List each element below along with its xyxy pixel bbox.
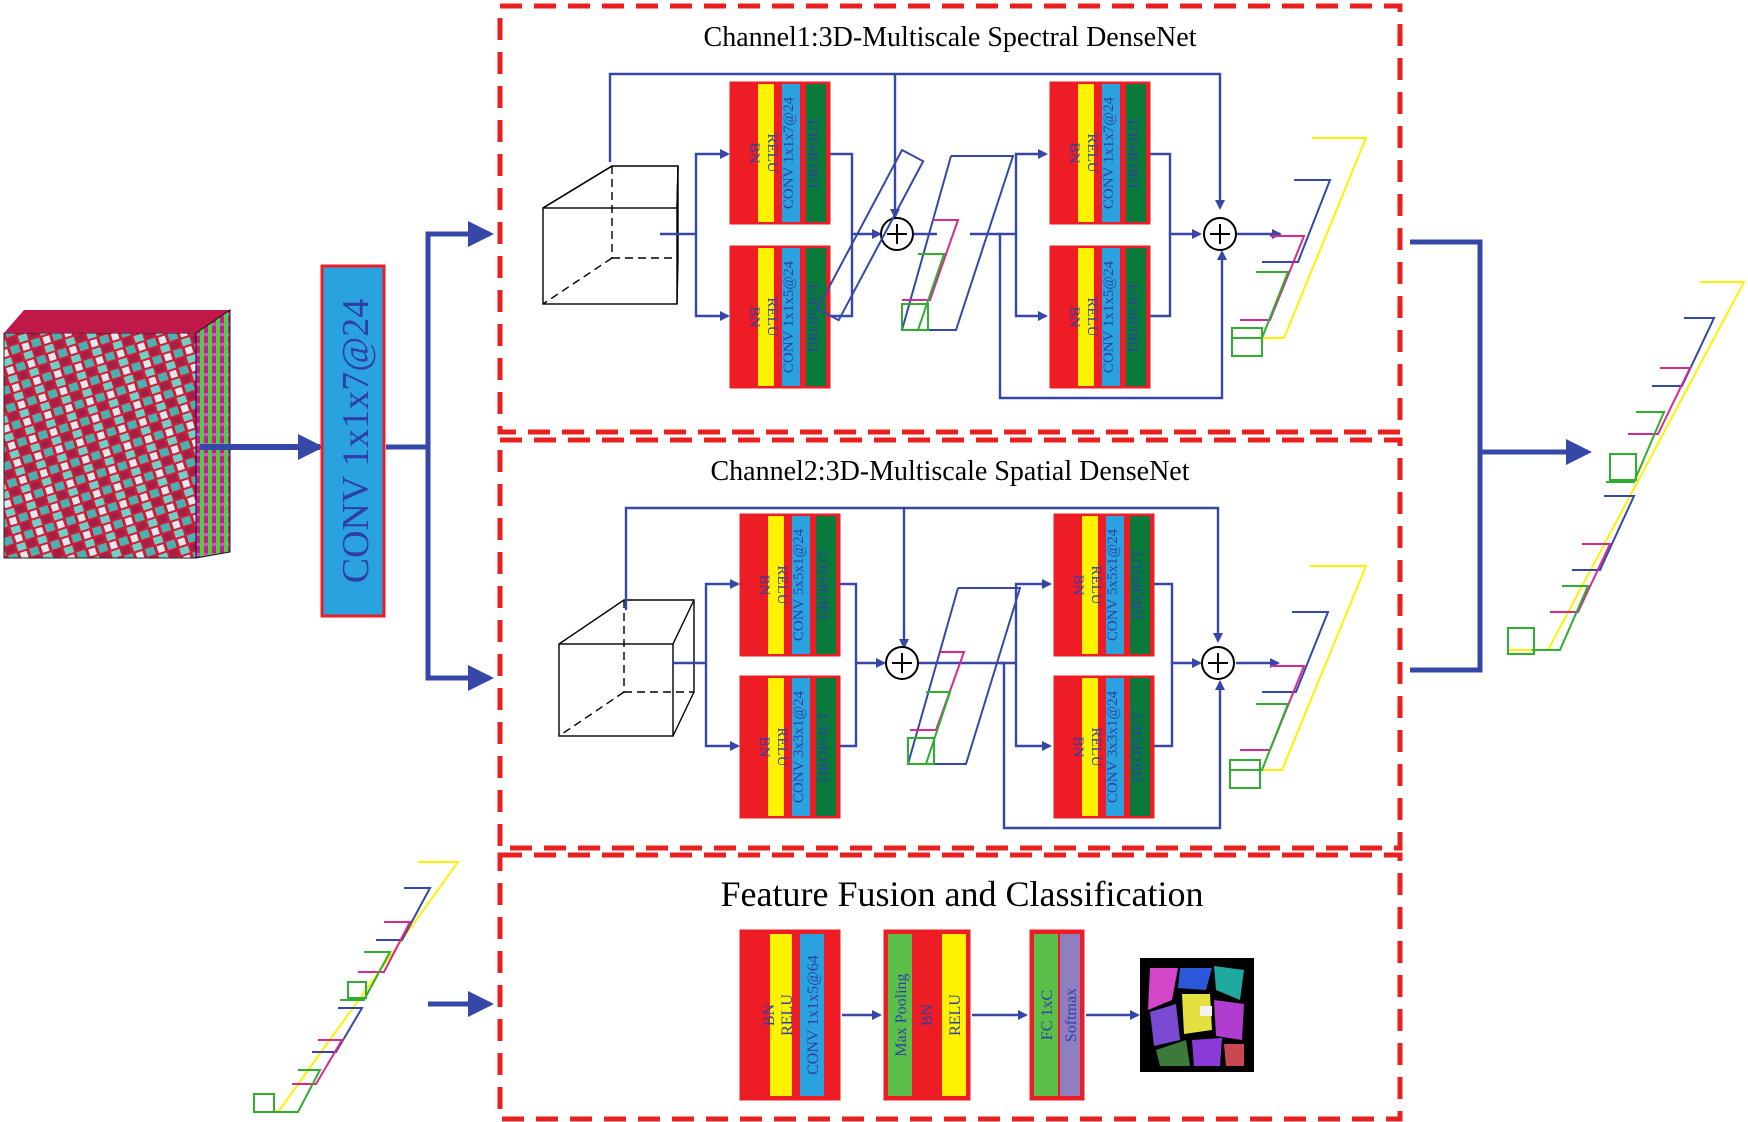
- fusion-softmax: Softmax: [1063, 988, 1080, 1042]
- ch1-bottom-b-conv: CONV 1x1x5@24: [1101, 260, 1117, 373]
- channel2-title: Channel2:3D-Multiscale Spatial DenseNet: [711, 456, 1190, 487]
- fusion-block-2: Max Pooling BN RELU: [883, 929, 971, 1101]
- input-hyperspectral-cube-icon: [3, 309, 231, 559]
- ch1-bottom-b-relu: RELU: [1084, 297, 1100, 336]
- ch2-block-top-a: BN RELU CONV 5x5x1@24 DROPOUT: [739, 513, 841, 657]
- sum-node-icon: [1203, 217, 1237, 251]
- input-conv-block: CONV 1x1x7@24: [320, 264, 386, 618]
- ch2-top-a-dropout: DROPOUT: [816, 550, 832, 621]
- ch2-bottom-a-dropout: DROPOUT: [816, 712, 832, 783]
- ch2-bottom-a-conv: CONV 3x3x1@24: [791, 690, 807, 803]
- ch1-top-b-relu: RELU: [1084, 133, 1100, 172]
- stacked-feature-prism-icon: [1507, 281, 1746, 655]
- fusion-relu: RELU: [779, 994, 796, 1036]
- sum-node-icon: [885, 646, 919, 680]
- sum-node-icon: [880, 217, 914, 251]
- fusion-bn: BN: [761, 1003, 778, 1026]
- channel1-diagram: BN RELU CONV 1x1x7@24 DROPOUT BN RELU CO…: [542, 72, 1368, 400]
- ch2-block-bottom-a: BN RELU CONV 3x3x1@24 DROPOUT: [739, 675, 841, 819]
- fusion-conv: CONV 1x1x5@64: [805, 955, 822, 1075]
- ch1-block-bottom-b: BN RELU CONV 1x1x5@24 DROPOUT: [1049, 245, 1151, 389]
- ch2-bottom-b-dropout: DROPOUT: [1130, 712, 1146, 783]
- channel2-frame: [497, 437, 1403, 851]
- feature-cube-icon: [558, 599, 695, 737]
- channel1-frame: [497, 3, 1403, 435]
- ch2-block-bottom-b: BN RELU CONV 3x3x1@24 DROPOUT: [1053, 675, 1155, 819]
- ch1-block-top-a: BN RELU CONV 1x1x7@24 DROPOUT: [729, 81, 831, 225]
- ch2-bottom-a-relu: RELU: [774, 727, 790, 766]
- ch1-top-a-dropout: DROPOUT: [806, 118, 822, 189]
- split-connector: [386, 221, 494, 691]
- ch2-top-b-relu: RELU: [1088, 565, 1104, 604]
- stacked-feature-prism-icon: [1229, 565, 1368, 789]
- merge-connector: [1410, 239, 1592, 673]
- ch1-block-top-b: BN RELU CONV 1x1x7@24 DROPOUT: [1049, 81, 1151, 225]
- ch1-top-a-conv: CONV 1x1x7@24: [781, 96, 797, 209]
- fusion-max-pooling: Max Pooling: [893, 973, 910, 1056]
- ch1-bottom-a-dropout: DROPOUT: [806, 282, 822, 353]
- fusion-title: Feature Fusion and Classification: [721, 874, 1204, 914]
- channel2-diagram: BN RELU CONV 5x5x1@24 DROPOUT BN RELU CO…: [558, 506, 1368, 830]
- ch1-block-bottom-a: BN RELU CONV 1x1x5@24 DROPOUT: [729, 245, 831, 389]
- ch2-bottom-a-bn: BN: [756, 737, 772, 758]
- ch2-top-b-dropout: DROPOUT: [1130, 550, 1146, 621]
- ch2-bottom-b-relu: RELU: [1088, 727, 1104, 766]
- ch1-top-b-dropout: DROPOUT: [1126, 118, 1142, 189]
- ch1-top-a-bn: BN: [746, 143, 762, 164]
- feature-cube-icon: [906, 587, 1022, 765]
- fusion-bn-2: BN: [919, 1003, 936, 1026]
- feature-cube-icon: [816, 148, 1015, 331]
- ch2-top-b-conv: CONV 5x5x1@24: [1105, 528, 1121, 641]
- stacked-feature-prism-icon: [1231, 137, 1368, 357]
- ch1-top-b-conv: CONV 1x1x7@24: [1101, 96, 1117, 209]
- ch1-bottom-a-bn: BN: [746, 307, 762, 328]
- feature-cube-icon: [542, 165, 679, 305]
- ch2-top-b-bn: BN: [1070, 575, 1086, 596]
- classification-map-icon: [1140, 958, 1254, 1072]
- stacked-feature-prism-icon: [253, 861, 460, 1113]
- ch2-top-a-bn: BN: [756, 575, 772, 596]
- ch1-bottom-a-conv: CONV 1x1x5@24: [781, 260, 797, 373]
- channel1-title: Channel1:3D-Multiscale Spectral DenseNet: [704, 22, 1197, 53]
- ch1-bottom-b-dropout: DROPOUT: [1126, 282, 1142, 353]
- fusion-fc: FC 1xC: [1039, 990, 1056, 1040]
- ch2-bottom-b-conv: CONV 3x3x1@24: [1105, 690, 1121, 803]
- ch2-top-a-relu: RELU: [774, 565, 790, 604]
- fusion-block-3: FC 1xC Softmax: [1029, 929, 1085, 1101]
- sum-node-icon: [1201, 646, 1235, 680]
- ch1-top-a-relu: RELU: [764, 133, 780, 172]
- ch2-block-top-b: BN RELU CONV 5x5x1@24 DROPOUT: [1053, 513, 1155, 657]
- fusion-block-1: BN RELU CONV 1x1x5@64: [739, 929, 841, 1101]
- fusion-relu-2: RELU: [947, 994, 964, 1036]
- input-conv-label: CONV 1x1x7@24: [335, 299, 377, 583]
- ch1-bottom-a-relu: RELU: [764, 297, 780, 336]
- ch1-bottom-b-bn: BN: [1066, 307, 1082, 328]
- ch1-top-b-bn: BN: [1066, 143, 1082, 164]
- ch2-top-a-conv: CONV 5x5x1@24: [791, 528, 807, 641]
- fusion-frame: [497, 852, 1403, 1122]
- ch2-bottom-b-bn: BN: [1070, 737, 1086, 758]
